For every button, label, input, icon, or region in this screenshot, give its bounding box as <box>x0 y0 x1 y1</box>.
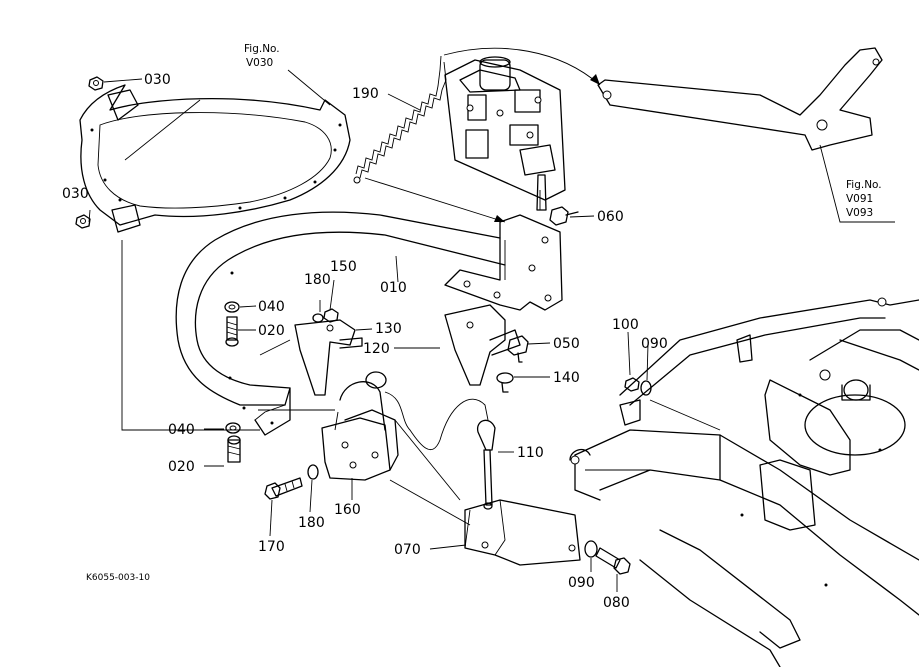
assembly-reference-lines <box>121 99 721 526</box>
bracket-130 <box>294 319 363 396</box>
nut-100 <box>624 377 640 392</box>
label-030-lower: 030 <box>62 186 89 202</box>
bolt-060 <box>549 206 579 226</box>
ref-fig-label-right: Fig.No. <box>846 179 882 191</box>
frame-ring-part <box>79 84 351 233</box>
bolt-080 <box>595 547 631 575</box>
washer-040-upper <box>224 301 240 313</box>
pedal-bracket-assembly <box>444 56 566 211</box>
label-050: 050 <box>553 336 580 352</box>
washer-180-upper <box>312 313 324 323</box>
plate-070 <box>464 499 581 566</box>
bent-tube-010 <box>175 211 506 436</box>
label-leaders <box>88 69 895 592</box>
arrowhead-top <box>590 74 600 85</box>
ref-fig-number-right-2: V093 <box>846 207 873 219</box>
bolt-050 <box>507 335 529 363</box>
label-070: 070 <box>394 542 421 558</box>
cable-110 <box>384 391 496 510</box>
label-110: 110 <box>517 445 544 461</box>
spring-190 <box>353 55 447 184</box>
label-150: 150 <box>330 259 357 275</box>
bracket-160 <box>321 371 399 481</box>
right-lever-part <box>597 47 883 151</box>
label-040-upper: 040 <box>258 299 285 315</box>
label-090-lower: 090 <box>568 575 595 591</box>
label-090-upper: 090 <box>641 336 668 352</box>
spring-hook-arrow-bottom <box>364 177 506 223</box>
ref-fig-label-top: Fig.No. <box>244 43 280 55</box>
nut-150 <box>323 308 339 323</box>
label-030-upper: 030 <box>144 72 171 88</box>
label-140: 140 <box>553 370 580 386</box>
chassis-frame <box>569 297 919 667</box>
washer-090-lower <box>584 540 598 558</box>
label-080: 080 <box>603 595 630 611</box>
nut-030-upper <box>88 76 104 91</box>
bolt-020-upper <box>225 316 239 347</box>
bolt-020-lower <box>227 435 241 463</box>
label-060: 060 <box>597 209 624 225</box>
drawing-code: K6055-003-10 <box>86 573 150 583</box>
bolt-140 <box>496 372 514 393</box>
label-020-lower: 020 <box>168 459 195 475</box>
label-010: 010 <box>380 280 407 296</box>
label-160: 160 <box>334 502 361 518</box>
label-120: 120 <box>363 341 390 357</box>
spring-hook-arrow-top <box>443 47 601 86</box>
label-130: 130 <box>375 321 402 337</box>
bolt-170 <box>264 477 303 500</box>
nut-030-lower <box>75 214 91 229</box>
label-180-upper: 180 <box>304 272 331 288</box>
washer-040-lower <box>225 422 241 434</box>
ref-fig-number-top: V030 <box>246 57 273 69</box>
washer-180-lower <box>307 464 319 480</box>
label-190: 190 <box>352 86 379 102</box>
label-100: 100 <box>612 317 639 333</box>
label-040-lower: 040 <box>168 422 195 438</box>
label-180-lower: 180 <box>298 515 325 531</box>
label-170: 170 <box>258 539 285 555</box>
ref-fig-number-right-1: V091 <box>846 193 873 205</box>
tube-mount-plate <box>444 214 563 311</box>
arrowhead-bottom <box>494 215 505 222</box>
label-020-upper: 020 <box>258 323 285 339</box>
